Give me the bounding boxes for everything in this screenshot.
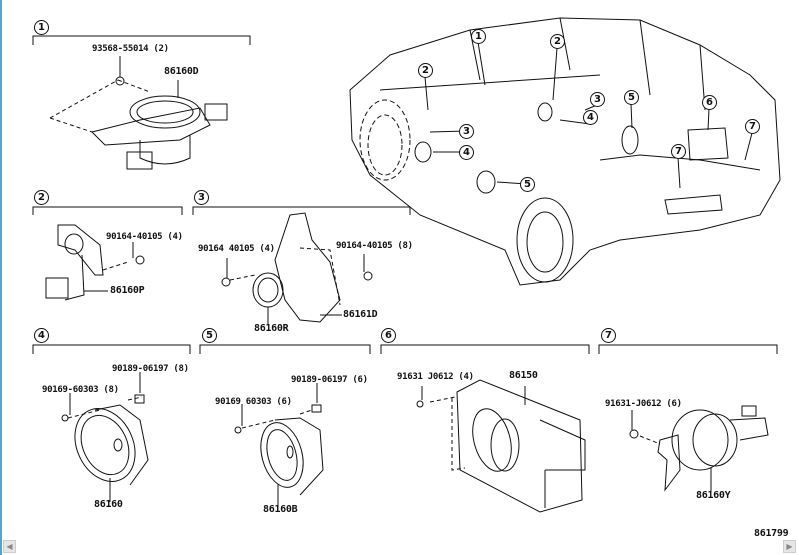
section-number-7: 7 [601,328,616,343]
part-label[interactable]: 91631-J0612 (6) [605,399,682,409]
part-label[interactable]: 86160D [164,66,199,77]
speaker-86160Y [629,405,769,492]
vehicle-callout[interactable]: 5 [624,90,639,105]
part-label[interactable]: 86161D [343,309,378,320]
section-number-5: 5 [202,328,217,343]
vehicle-callout[interactable]: 2 [550,34,565,49]
section-number-2: 2 [34,190,49,205]
section-number-4: 4 [34,328,49,343]
part-label[interactable]: 91631 J0612 (4) [397,372,474,382]
speaker-86160R [221,212,373,325]
part-label[interactable]: 90164 40105 (4) [198,244,275,254]
part-label[interactable]: 90189-06197 (6) [291,375,368,385]
vehicle-callout[interactable]: 2 [418,63,433,78]
vehicle-callout[interactable]: 5 [520,177,535,192]
part-label[interactable]: 86160R [254,323,289,334]
part-label[interactable]: 86160B [263,504,298,515]
part-label[interactable]: 93568-55014 (2) [92,44,169,54]
arrow-left-icon[interactable]: ◀ [3,540,16,553]
part-label[interactable]: 90164-40105 (4) [106,232,183,242]
subwoofer-86150 [416,379,586,513]
vehicle-callout[interactable]: 4 [459,145,474,160]
vehicle-callout[interactable]: 7 [745,119,760,134]
section-number-3: 3 [194,190,209,205]
section-number-1: 1 [34,20,49,35]
speaker-86160 [61,372,149,502]
part-label[interactable]: 90189-06197 (8) [112,364,189,374]
part-label[interactable]: 86150 [509,370,538,381]
speaker-86160D [49,56,228,170]
section-number-6: 6 [381,328,396,343]
vehicle-callout[interactable]: 3 [590,92,605,107]
diagram-id: 861799 [754,528,789,539]
vehicle-callout[interactable]: 6 [702,95,717,110]
vehicle-callout[interactable]: 1 [471,29,486,44]
arrow-right-icon[interactable]: ▶ [783,540,796,553]
vehicle-callout[interactable]: 3 [459,124,474,139]
speaker-86160P [45,224,145,301]
vehicle-outline [349,17,781,286]
window-edge [0,0,2,555]
part-label[interactable]: 86160Y [696,490,731,501]
part-label[interactable]: 90169-60303 (8) [42,385,119,395]
speaker-86160B [234,383,324,507]
part-label[interactable]: 90164-40105 (8) [336,241,413,251]
vehicle-callout[interactable]: 4 [583,110,598,125]
part-label[interactable]: 86160 [94,499,123,510]
section-brackets [32,35,778,354]
vehicle-callout[interactable]: 7 [671,144,686,159]
part-label[interactable]: 86160P [110,285,145,296]
part-label[interactable]: 90169 60303 (6) [215,397,292,407]
